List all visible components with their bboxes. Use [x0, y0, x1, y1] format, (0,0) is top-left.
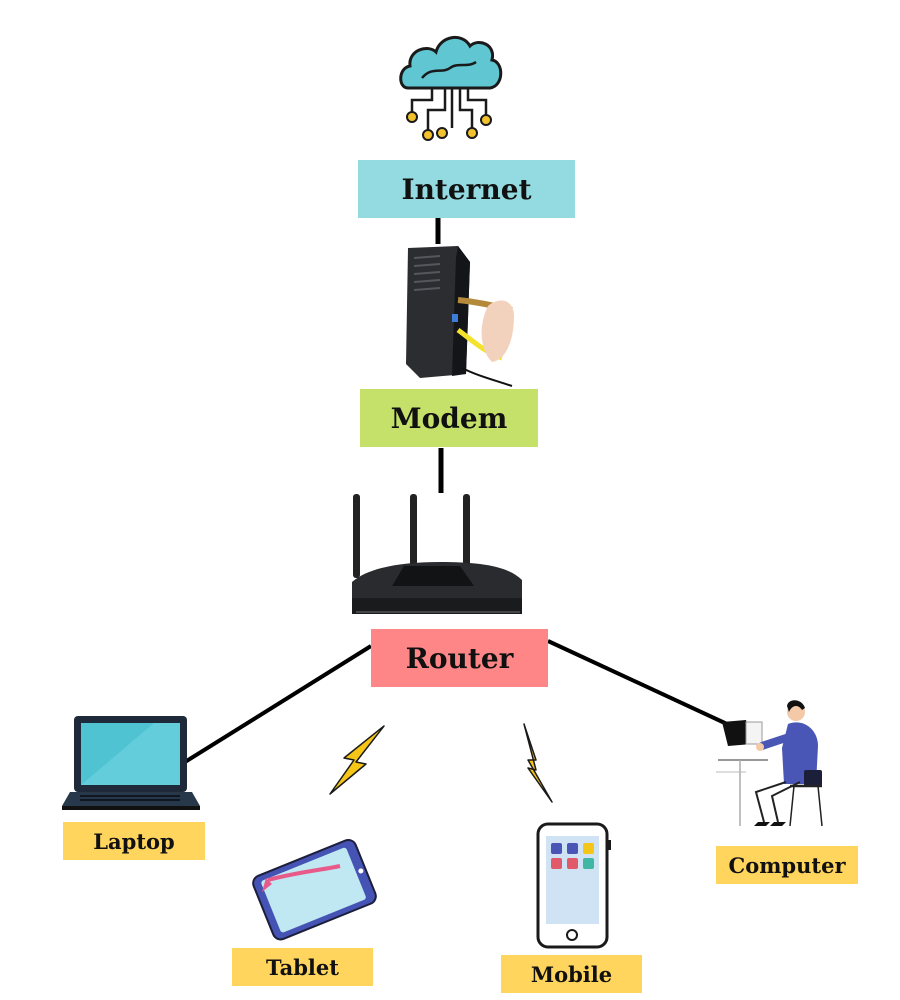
internet-label: Internet — [358, 160, 575, 218]
router-label: Router — [371, 629, 548, 687]
mobile-label: Mobile — [501, 955, 642, 993]
computer-label: Computer — [716, 846, 858, 884]
link-router-laptop — [183, 644, 373, 764]
smartphone-icon — [536, 822, 611, 949]
lightning-icon — [329, 725, 385, 795]
modem-icon — [406, 246, 514, 387]
link-router-computer — [547, 639, 728, 726]
lightning-icon — [523, 723, 553, 803]
tablet-icon — [252, 838, 377, 941]
laptop-label: Laptop — [63, 822, 205, 860]
person-at-computer-icon — [716, 700, 823, 827]
laptop-icon — [62, 716, 200, 810]
cloud-network-icon — [399, 36, 503, 141]
tablet-label: Tablet — [232, 948, 373, 986]
router-icon — [352, 494, 522, 614]
modem-label: Modem — [360, 389, 538, 447]
